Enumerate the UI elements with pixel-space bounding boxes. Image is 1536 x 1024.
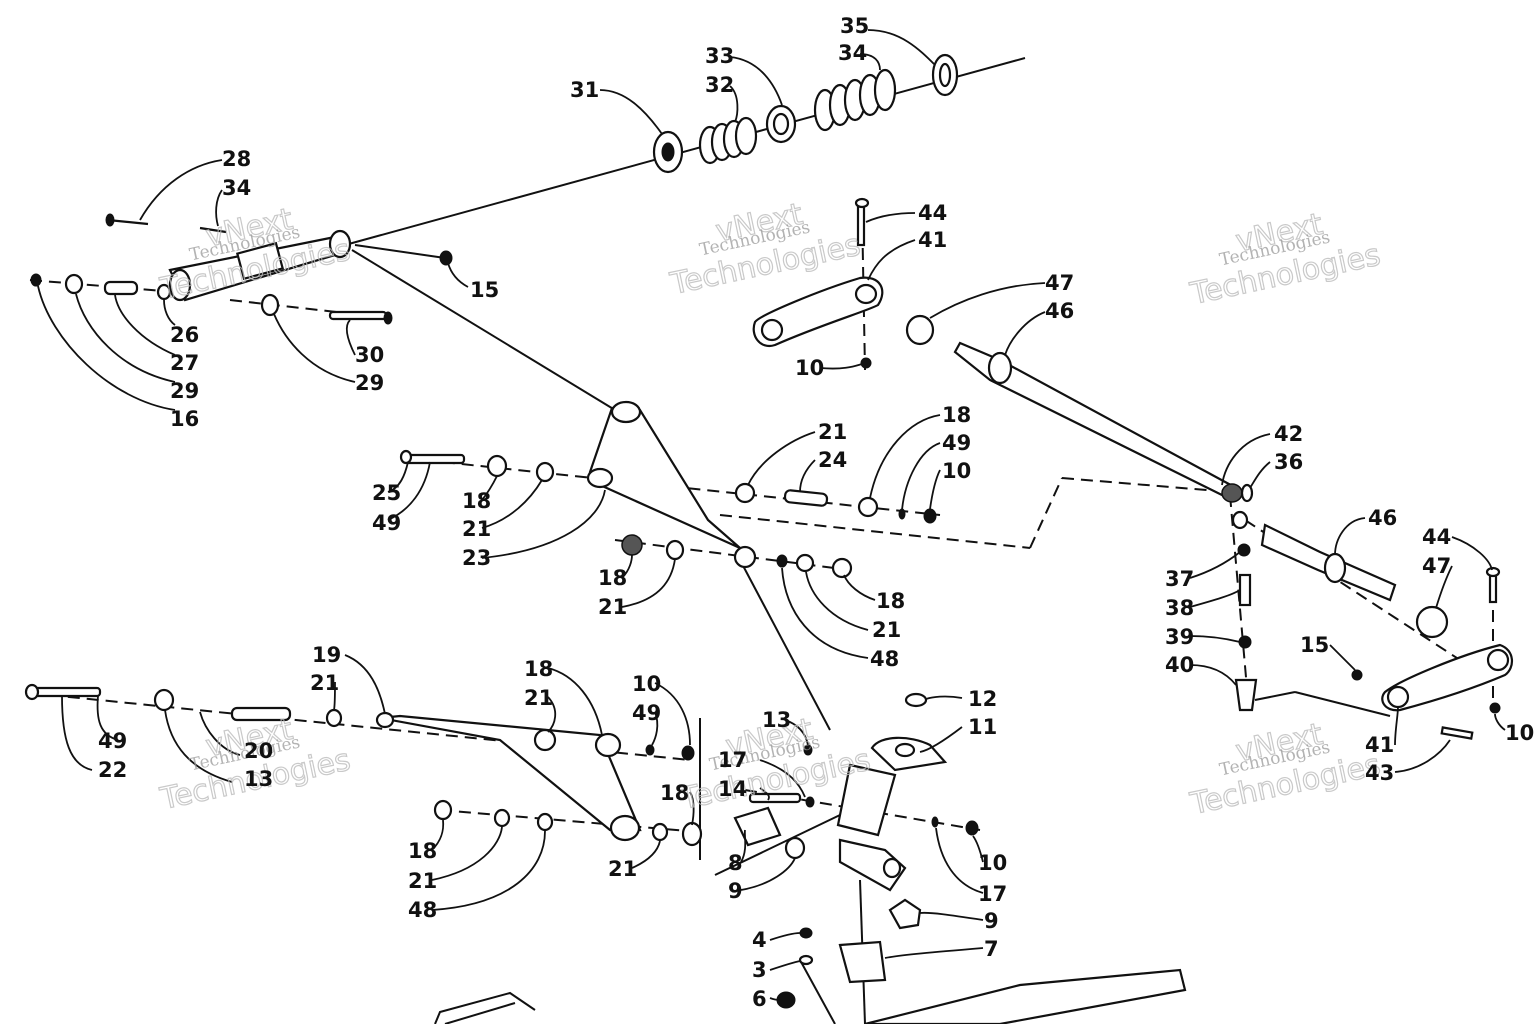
callout-label: 19 — [312, 643, 341, 667]
callout-label: 17 — [718, 748, 747, 772]
watermark: vNext Technologies Technologies — [1186, 206, 1384, 312]
callout-label: 10 — [978, 851, 1007, 875]
callout-label: 21 — [462, 517, 491, 541]
callout-label: 18 — [942, 403, 971, 427]
callout-label: 16 — [170, 407, 199, 431]
callout-label: 36 — [1274, 450, 1303, 474]
callout-label: 30 — [355, 343, 384, 367]
callout-label: 31 — [570, 78, 599, 102]
callout-label: 37 — [1165, 567, 1194, 591]
callout-label: 29 — [355, 371, 384, 395]
callout-label: 41 — [918, 228, 947, 252]
callout-label: 23 — [462, 546, 491, 570]
callout-label: 47 — [1422, 554, 1451, 578]
callout-label: 33 — [705, 44, 734, 68]
callout-label: 48 — [870, 647, 899, 671]
callout-label: 29 — [170, 379, 199, 403]
callout-label: 44 — [918, 201, 947, 225]
callout-label: 21 — [818, 420, 847, 444]
callout-label: 46 — [1045, 299, 1074, 323]
callout-label: 21 — [408, 869, 437, 893]
callout-label: 32 — [705, 73, 734, 97]
watermark: vNext Technologies Technologies — [1186, 716, 1384, 822]
callout-label: 18 — [876, 589, 905, 613]
callout-label: 34 — [838, 41, 867, 65]
callout-label: 7 — [984, 937, 999, 961]
callout-label: 18 — [524, 657, 553, 681]
spring-32 — [698, 116, 758, 165]
callout-label: 9 — [984, 909, 999, 933]
callout-label: 18 — [462, 489, 491, 513]
callout-label: 4 — [752, 928, 767, 952]
callout-label: 42 — [1274, 422, 1303, 446]
lower-a-arm — [24, 683, 703, 847]
tie-rod — [953, 341, 1397, 712]
callout-label: 15 — [1300, 633, 1329, 657]
callout-label: 40 — [1165, 653, 1194, 677]
steering-arm-lower — [1351, 566, 1513, 740]
callout-label: 17 — [978, 882, 1007, 906]
callout-label: 13 — [244, 767, 273, 791]
callout-label: 22 — [98, 758, 127, 782]
callout-label: 47 — [1045, 271, 1074, 295]
callout-label: 26 — [170, 323, 199, 347]
callout-label: 39 — [1165, 625, 1194, 649]
callout-label: 46 — [1368, 506, 1397, 530]
callout-label: 8 — [728, 851, 743, 875]
callout-label: 10 — [1505, 721, 1534, 745]
spindle-assembly — [733, 692, 979, 1009]
callout-label: 21 — [608, 857, 637, 881]
callout-label: 21 — [310, 671, 339, 695]
leader-lines — [37, 29, 1506, 1001]
callout-label: 20 — [244, 739, 273, 763]
watermark: vNext Technologies Technologies — [156, 201, 354, 307]
callout-label: 18 — [408, 839, 437, 863]
upper-a-arm — [399, 400, 937, 579]
callout-label: 9 — [728, 879, 743, 903]
callout-label: 18 — [598, 566, 627, 590]
callout-label: 21 — [598, 595, 627, 619]
callout-label: 49 — [98, 729, 127, 753]
callout-label: 14 — [718, 777, 747, 801]
callout-label: 49 — [942, 431, 971, 455]
callout-label: 15 — [470, 278, 499, 302]
callout-label: 35 — [840, 14, 869, 38]
callout-label: 49 — [632, 701, 661, 725]
callout-label: 12 — [968, 687, 997, 711]
callout-label: 44 — [1422, 525, 1451, 549]
callout-label: 21 — [872, 618, 901, 642]
callout-label: 13 — [762, 708, 791, 732]
callout-label: 27 — [170, 351, 199, 375]
callout-label: 43 — [1365, 761, 1394, 785]
callout-label: 21 — [524, 686, 553, 710]
callout-label: 48 — [408, 898, 437, 922]
steering-arm-upper — [752, 197, 935, 369]
callout-label: 10 — [795, 356, 824, 380]
callout-label: 6 — [752, 987, 767, 1011]
callout-label: 49 — [372, 511, 401, 535]
callout-label: 38 — [1165, 596, 1194, 620]
callout-label: 11 — [968, 715, 997, 739]
callout-label: 3 — [752, 958, 767, 982]
callout-label: 25 — [372, 481, 401, 505]
callout-label: 18 — [660, 781, 689, 805]
shock-absorber — [30, 213, 453, 325]
callout-label: 10 — [632, 672, 661, 696]
spring-34 — [813, 68, 897, 132]
callout-label: 34 — [222, 176, 251, 200]
callout-label: 10 — [942, 459, 971, 483]
callout-labels: 35 34 33 32 31 28 34 15 26 27 29 16 30 2… — [98, 14, 1534, 1011]
callout-label: 24 — [818, 448, 847, 472]
watermark: vNext Technologies Technologies — [666, 196, 864, 302]
spring-assembly — [652, 53, 959, 174]
ski — [434, 968, 1187, 1024]
callout-label: 41 — [1365, 733, 1394, 757]
callout-label: 28 — [222, 147, 251, 171]
